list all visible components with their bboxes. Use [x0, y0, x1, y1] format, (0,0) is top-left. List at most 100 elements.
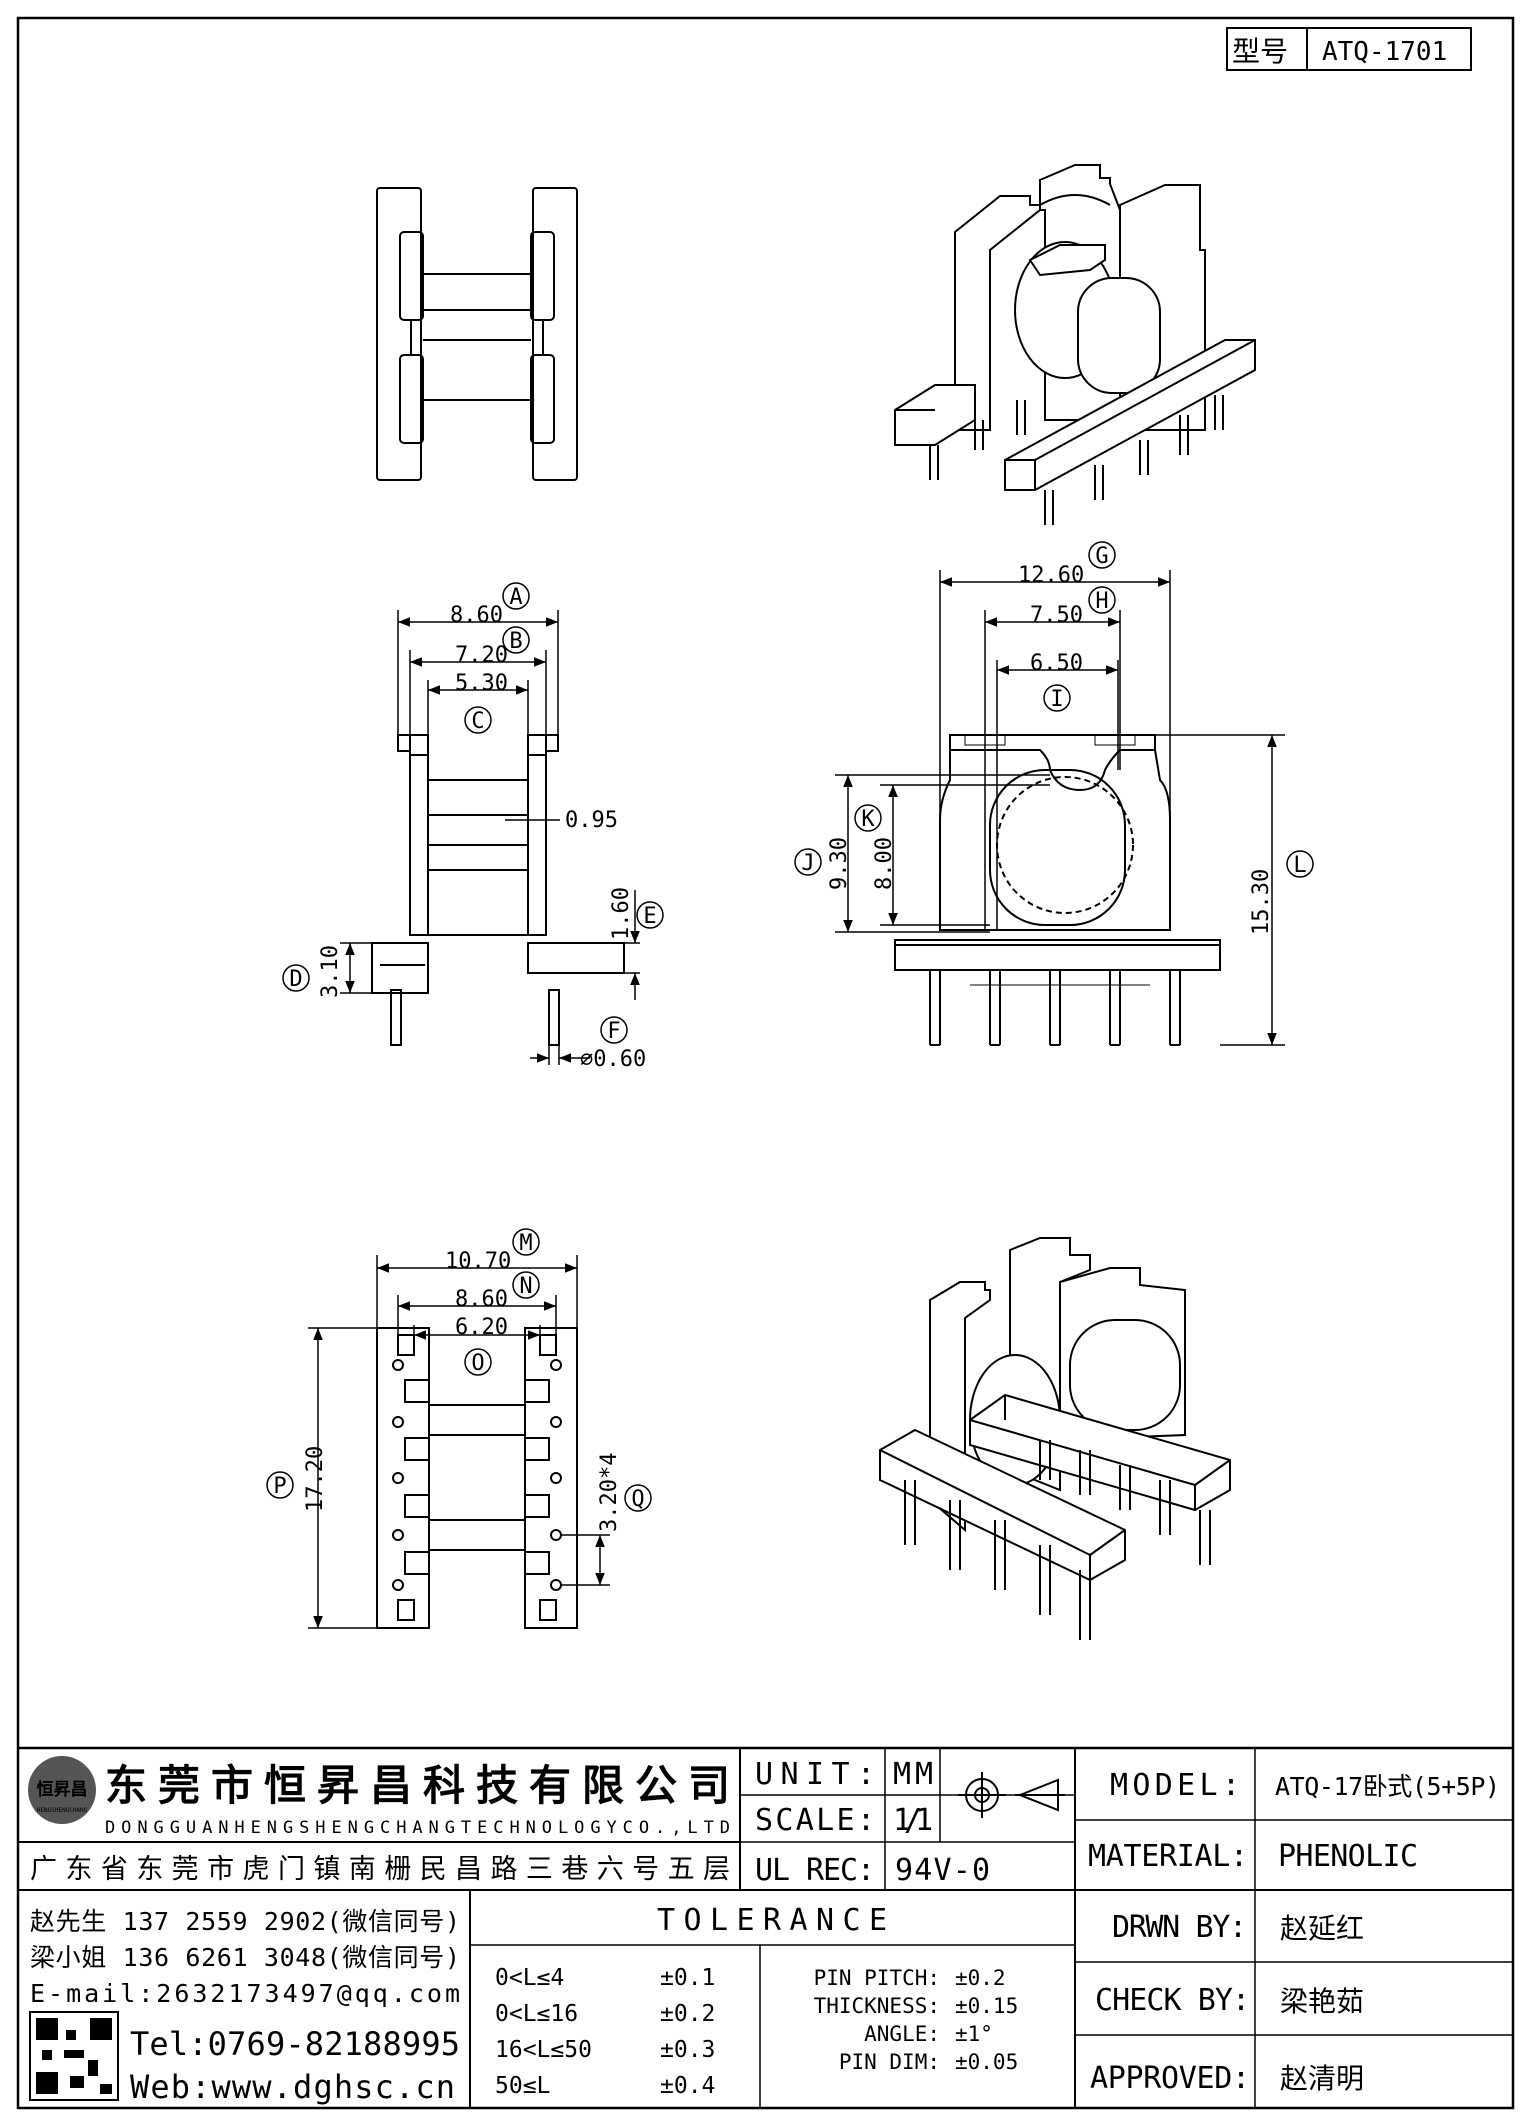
svg-text:1.60: 1.60 [609, 887, 634, 940]
telephone: Tel:0769-82188995 [130, 2025, 460, 2063]
side-view-dimension-labels: A 8.60 B 7.20 5.30 C 0.95 D 3.10 E 1.60 … [282, 582, 664, 1072]
part-number-box: 型号 ATQ-1701 [1226, 27, 1472, 71]
website: Web:www.dghsc.cn [130, 2068, 455, 2106]
svg-text:H: H [1095, 589, 1108, 614]
model-value: ATQ-17卧式(5+5P) [1275, 1772, 1500, 1801]
check-by-value: 梁艳茹 [1280, 1985, 1364, 2018]
contact-2: 梁小姐 136 6261 3048(微信同号) [30, 1943, 460, 1972]
tolerance-extra-value: ±1° [955, 2022, 993, 2046]
projection-symbol-icon [958, 1772, 1065, 1818]
tolerance-value: ±0.2 [660, 2001, 715, 2027]
check-by-label: CHECK BY: [1095, 1983, 1250, 2018]
svg-text:12.60: 12.60 [1018, 563, 1084, 588]
approved-value: 赵清明 [1280, 2062, 1364, 2095]
svg-text:9.30: 9.30 [827, 837, 852, 890]
svg-text:L: L [1293, 853, 1306, 878]
contact-1: 赵先生 137 2559 2902(微信同号) [30, 1907, 460, 1936]
bottom-view-dimension-labels: M 10.70 N 8.60 6.20 O P 17.20 Q 3.20*4 [266, 1228, 652, 1532]
tolerance-title: TOLERANCE [657, 1903, 887, 1938]
front-view [894, 734, 1221, 1046]
svg-text:7.50: 7.50 [1030, 603, 1083, 628]
svg-text:G: G [1095, 544, 1108, 569]
scale-value: 1/1 [893, 1803, 933, 1838]
drawn-by-label: DRWN BY: [1112, 1910, 1247, 1945]
isometric-view-bottom [879, 1237, 1231, 1640]
svg-text:HENGSHENGCHANG: HENGSHENGCHANG [37, 1807, 88, 1814]
svg-text:8.60: 8.60 [450, 603, 503, 628]
front-view-dimensions [835, 570, 1285, 1046]
tolerance-extra-value: ±0.2 [955, 1966, 1006, 1990]
svg-text:E: E [643, 904, 656, 929]
tolerance-value: ±0.3 [660, 2037, 715, 2063]
ulrec-value: 94V-0 [895, 1853, 990, 1888]
scale-label: SCALE: [755, 1803, 875, 1838]
svg-text:C: C [471, 709, 484, 734]
tolerance-range: 50≤L [495, 2073, 550, 2099]
svg-text:D: D [289, 967, 302, 992]
tolerance-extra-label: THICKNESS: [814, 1994, 940, 2018]
svg-text:N: N [519, 1274, 532, 1299]
title-block: 恒昇昌 HENGSHENGCHANG 东莞市恒昇昌科技有限公司 DONGGUAN… [18, 1746, 1513, 2108]
svg-text:6.20: 6.20 [455, 1315, 508, 1340]
svg-text:M: M [519, 1231, 532, 1256]
svg-text:15.30: 15.30 [1249, 869, 1274, 935]
material-label: MATERIAL: [1088, 1839, 1248, 1874]
svg-text:A: A [509, 585, 522, 610]
part-number-value: ATQ-1701 [1322, 37, 1447, 67]
svg-text:⌀0.60: ⌀0.60 [580, 1047, 646, 1072]
svg-text:5.30: 5.30 [455, 671, 508, 696]
part-number-label: 型号 [1232, 35, 1288, 68]
email: E-mail:2632173497@qq.com [30, 1979, 460, 2008]
unit-label: UNIT: [755, 1757, 875, 1792]
svg-text:6.50: 6.50 [1030, 651, 1083, 676]
qr-code-icon [29, 2011, 119, 2101]
tolerance-extra-value: ±0.15 [955, 1994, 1018, 2018]
top-view [376, 187, 578, 481]
svg-text:恒昇昌: 恒昇昌 [37, 1779, 88, 1800]
company-name-cn: 东莞市恒昇昌科技有限公司 [105, 1761, 730, 1810]
tolerance-extra-value: ±0.05 [955, 2050, 1018, 2074]
side-view [371, 734, 625, 1046]
svg-text:3.20*4: 3.20*4 [597, 1453, 622, 1532]
tolerance-extra-label: PIN PITCH: [814, 1966, 940, 1990]
unit-value: MM [893, 1757, 933, 1792]
svg-text:I: I [1050, 687, 1063, 712]
tolerance-extra-label: ANGLE: [864, 2022, 940, 2046]
svg-text:8.00: 8.00 [872, 837, 897, 890]
tolerance-range: 0<L≤16 [495, 2001, 578, 2027]
drawn-by-value: 赵延红 [1280, 1912, 1364, 1945]
svg-text:Q: Q [631, 1487, 644, 1512]
material-value: PHENOLIC [1278, 1839, 1418, 1874]
ulrec-label: UL REC: [755, 1853, 875, 1888]
tolerance-extra-label: PIN DIM: [839, 2050, 940, 2074]
svg-text:7.20: 7.20 [455, 643, 508, 668]
approved-label: APPROVED: [1090, 2061, 1250, 2096]
svg-text:0.95: 0.95 [565, 808, 618, 833]
bottom-view [376, 1327, 578, 1629]
tolerance-value: ±0.1 [660, 1965, 715, 1991]
bottom-view-dimensions [308, 1255, 610, 1629]
svg-text:O: O [471, 1351, 484, 1376]
side-view-dimensions [340, 610, 640, 1065]
company-name-en: DONGGUANHENGSHENGCHANGTECHNOLOGYCO.,LTD [105, 1818, 730, 1838]
tolerance-range: 0<L≤4 [495, 1965, 564, 1991]
svg-text:3.10: 3.10 [318, 945, 343, 998]
model-label: MODEL: [1110, 1768, 1240, 1803]
isometric-view-top [894, 164, 1256, 525]
svg-text:J: J [801, 851, 814, 876]
svg-text:K: K [861, 807, 875, 832]
svg-text:8.60: 8.60 [455, 1287, 508, 1312]
tolerance-range: 16<L≤50 [495, 2037, 592, 2063]
company-logo: 恒昇昌 HENGSHENGCHANG [28, 1756, 96, 1824]
svg-text:P: P [273, 1474, 286, 1499]
svg-text:17.20: 17.20 [303, 1446, 328, 1512]
svg-text:10.70: 10.70 [445, 1249, 511, 1274]
company-address: 广东省东莞市虎门镇南栅民昌路三巷六号五层 [30, 1854, 730, 1885]
svg-text:F: F [607, 1019, 620, 1044]
tolerance-value: ±0.4 [660, 2073, 715, 2099]
drawing-frame [16, 16, 1515, 2110]
svg-text:B: B [509, 629, 522, 654]
front-view-dimension-labels: G 12.60 H 7.50 6.50 I J 9.30 K 8.00 L 15… [794, 541, 1314, 935]
tolerance-table: 0<L≤4 ±0.1 0<L≤16 ±0.2 16<L≤50 ±0.3 50≤L ±0.4 PI… [495, 1965, 1018, 2099]
